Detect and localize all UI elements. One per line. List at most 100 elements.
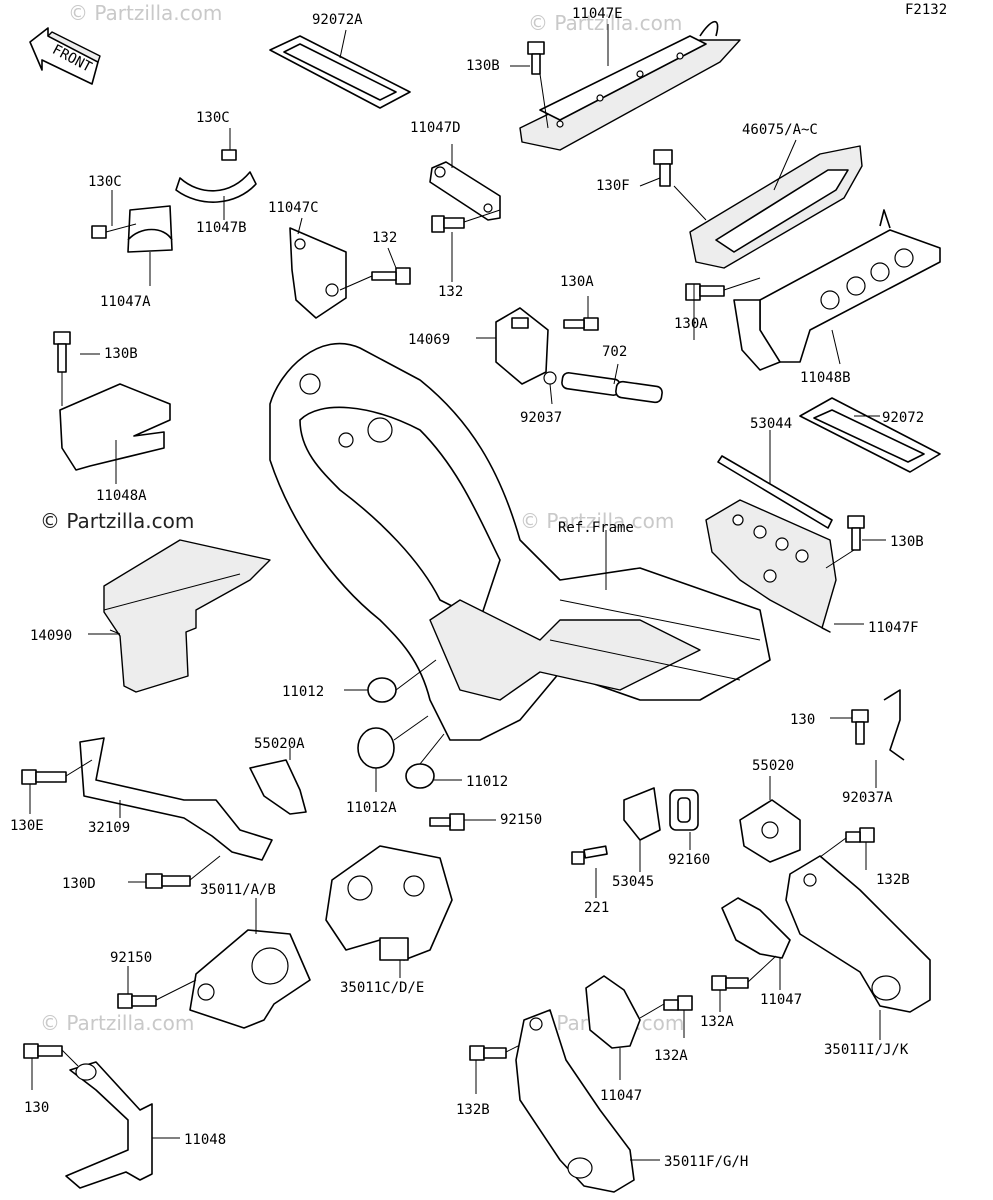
- part-11047e-bracket: [519, 20, 741, 151]
- label-92072[interactable]: 92072: [882, 410, 924, 426]
- label-53044[interactable]: 53044: [750, 416, 792, 432]
- label-92150-mid[interactable]: 92150: [500, 812, 542, 828]
- label-11047d[interactable]: 11047D: [410, 120, 461, 136]
- label-132a-right[interactable]: 132A: [700, 1014, 734, 1030]
- bolt-132b-right-icon: [815, 827, 875, 870]
- part-92072-strap: [799, 397, 941, 473]
- label-14090[interactable]: 14090: [30, 628, 72, 644]
- label-92072a[interactable]: 92072A: [312, 12, 363, 28]
- label-132a-mid[interactable]: 132A: [654, 1048, 688, 1064]
- main-frame: [269, 342, 771, 741]
- label-11047-mid[interactable]: 11047: [600, 1088, 642, 1104]
- label-11048b[interactable]: 11048B: [800, 370, 851, 386]
- part-11048a-bracket: [59, 383, 171, 484]
- bolt-130-left-icon: [23, 1043, 79, 1090]
- label-53045[interactable]: 53045: [612, 874, 654, 890]
- label-11047b[interactable]: 11047B: [196, 220, 247, 236]
- bolt-130-right-icon: [830, 709, 869, 745]
- label-11047c[interactable]: 11047C: [268, 200, 319, 216]
- part-11047a-clamp: [91, 190, 173, 286]
- label-11012-b[interactable]: 11012: [466, 774, 508, 790]
- bolt-132a-right-icon: [711, 955, 777, 1012]
- bolt-132-lower-icon: [339, 247, 411, 291]
- label-132b-right[interactable]: 132B: [876, 872, 910, 888]
- bolt-132-upper-icon: [431, 209, 501, 282]
- label-130c-left[interactable]: 130C: [88, 174, 122, 190]
- label-55020a[interactable]: 55020A: [254, 736, 305, 752]
- label-130b-left[interactable]: 130B: [104, 346, 138, 362]
- label-221[interactable]: 221: [584, 900, 609, 916]
- label-130-right[interactable]: 130: [790, 712, 815, 728]
- label-130b-top[interactable]: 130B: [466, 58, 500, 74]
- part-11047b-clamp: [175, 128, 257, 220]
- part-92037-clip: [543, 371, 557, 405]
- label-11047f[interactable]: 11047F: [868, 620, 919, 636]
- part-55020a-cover: [249, 748, 307, 815]
- part-92160-damper: [669, 789, 699, 850]
- label-132-b[interactable]: 132: [438, 284, 463, 300]
- part-11047d-bracket: [429, 144, 501, 221]
- part-53044-rod: [717, 430, 833, 529]
- label-11048[interactable]: 11048: [184, 1132, 226, 1148]
- label-130d[interactable]: 130D: [62, 876, 96, 892]
- part-35011ab-bracket: [189, 898, 311, 1029]
- part-11012a-grommet: [357, 715, 429, 792]
- label-14069[interactable]: 14069: [408, 332, 450, 348]
- part-11047-mid-bracket: [585, 975, 641, 1080]
- bolt-130b-top-icon: [510, 41, 549, 129]
- label-35011ijk[interactable]: 35011I/J/K: [824, 1042, 909, 1058]
- label-130e[interactable]: 130E: [10, 818, 44, 834]
- front-arrow-icon: FRONT: [29, 27, 101, 85]
- part-35011cde-bracket: [325, 845, 453, 978]
- part-11047-right-bracket: [721, 897, 791, 990]
- label-130a-mid[interactable]: 130A: [560, 274, 594, 290]
- watermark-top-left: © Partzilla.com: [68, 1, 222, 25]
- label-46075[interactable]: 46075/A~C: [742, 122, 818, 138]
- bolt-92150-mid-icon: [429, 813, 496, 831]
- diagram-code: F2132: [905, 2, 947, 18]
- watermark-top-center: © Partzilla.com: [528, 11, 682, 35]
- label-11047-right[interactable]: 11047: [760, 992, 802, 1008]
- label-132-a[interactable]: 132: [372, 230, 397, 246]
- label-35011cde[interactable]: 35011C/D/E: [340, 980, 424, 996]
- label-92150-left[interactable]: 92150: [110, 950, 152, 966]
- label-11012a[interactable]: 11012A: [346, 800, 397, 816]
- label-92160[interactable]: 92160: [668, 852, 710, 868]
- label-11012-a[interactable]: 11012: [282, 684, 324, 700]
- label-132b-mid[interactable]: 132B: [456, 1102, 490, 1118]
- part-92072a-strap: [269, 29, 411, 109]
- part-46075-grab-rail: [689, 139, 863, 269]
- part-14069-box: [476, 307, 549, 385]
- ref-frame-label[interactable]: Ref.Frame: [558, 520, 634, 536]
- part-11048b-bracket: [733, 209, 941, 371]
- bolt-130e-icon: [21, 759, 93, 814]
- label-35011ab[interactable]: 35011/A/B: [200, 882, 276, 898]
- part-32109-bracket: [79, 737, 273, 861]
- label-92037a[interactable]: 92037A: [842, 790, 893, 806]
- label-130b-right[interactable]: 130B: [890, 534, 924, 550]
- label-130-left[interactable]: 130: [24, 1100, 49, 1116]
- label-702[interactable]: 702: [602, 344, 627, 360]
- part-53045-bracket: [623, 787, 661, 872]
- label-35011fgh[interactable]: 35011F/G/H: [664, 1154, 748, 1170]
- bolt-221-icon: [571, 845, 608, 898]
- part-35011fgh-bracket: [515, 1009, 660, 1193]
- label-32109[interactable]: 32109: [88, 820, 130, 836]
- label-11047a[interactable]: 11047A: [100, 294, 151, 310]
- label-92037[interactable]: 92037: [520, 410, 562, 426]
- part-11047c-bracket: [289, 217, 347, 319]
- bolt-92150-left-icon: [117, 966, 197, 1009]
- label-11047e[interactable]: 11047E: [572, 6, 623, 22]
- label-130f[interactable]: 130F: [596, 178, 630, 194]
- label-11048a[interactable]: 11048A: [96, 488, 147, 504]
- watermark-center: © Partzilla.com: [520, 509, 674, 533]
- label-55020[interactable]: 55020: [752, 758, 794, 774]
- label-130c-top[interactable]: 130C: [196, 110, 230, 126]
- part-11047f-bracket: [705, 499, 864, 633]
- bolt-130d-icon: [128, 855, 221, 889]
- part-92037a-spring: [875, 689, 905, 788]
- bolt-130a-mid-icon: [563, 296, 599, 331]
- label-130a-right[interactable]: 130A: [674, 316, 708, 332]
- bolt-130a-right-icon: [685, 277, 761, 340]
